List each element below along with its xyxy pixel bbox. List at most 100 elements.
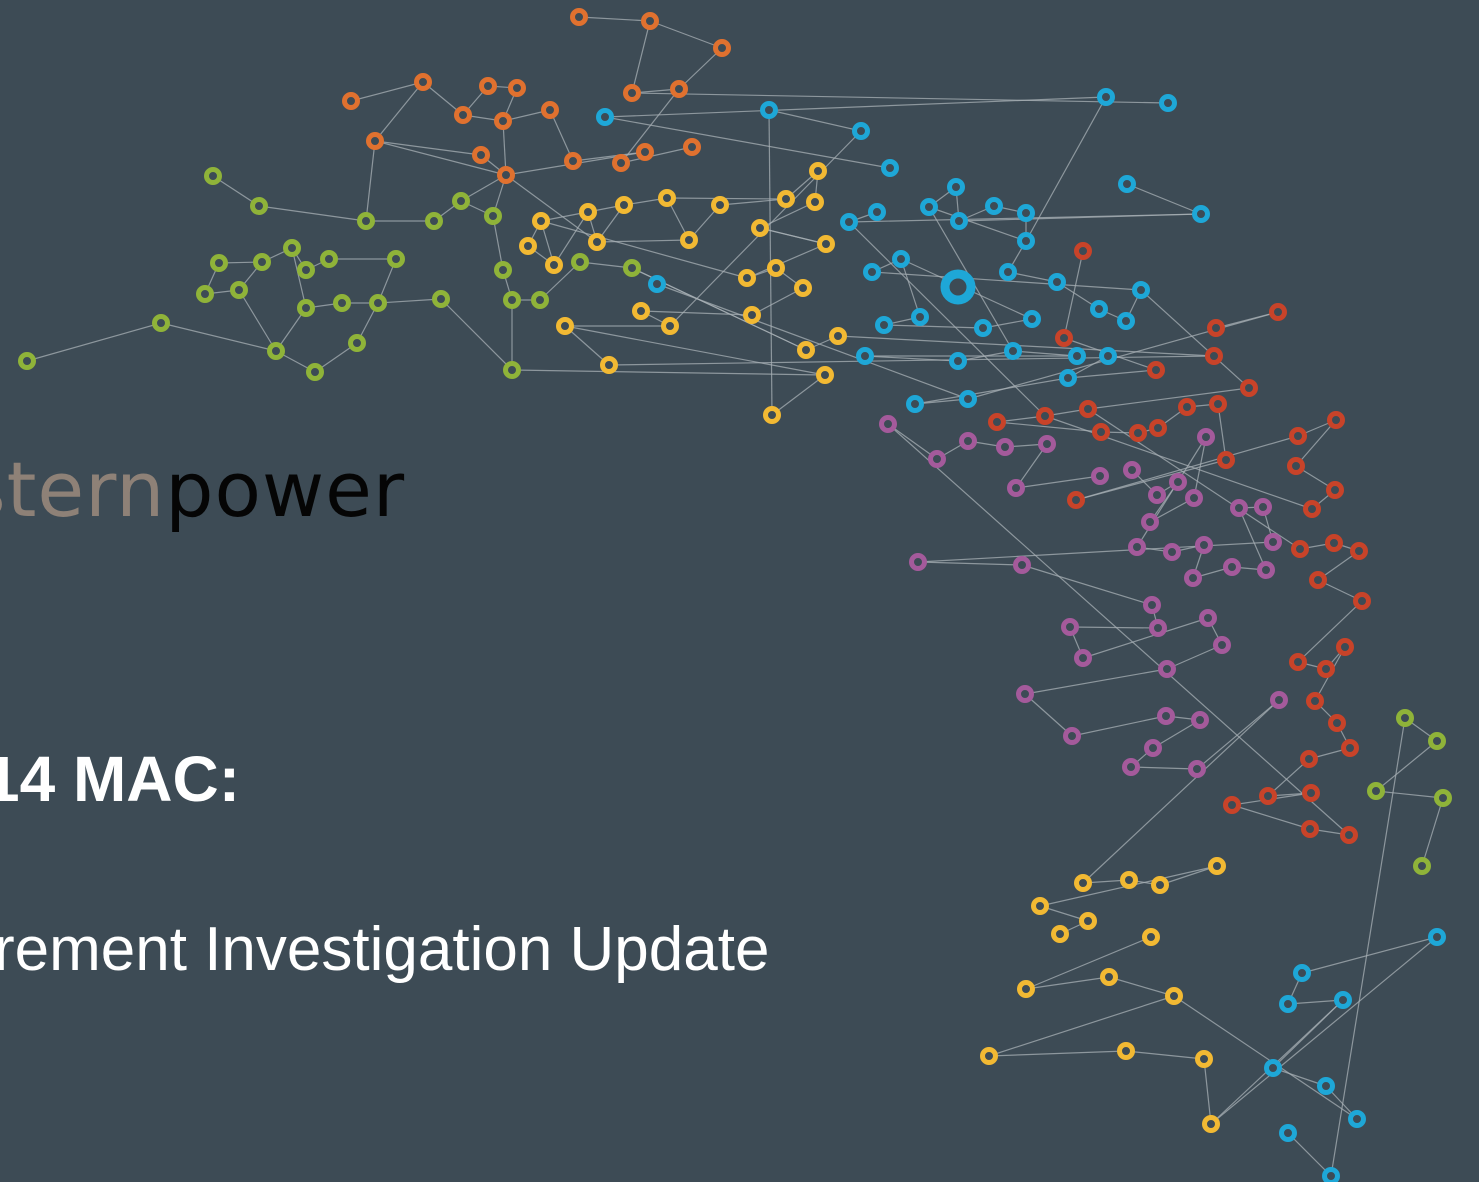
network-node xyxy=(1091,467,1109,485)
network-edge xyxy=(887,423,1350,836)
network-node xyxy=(1074,242,1092,260)
network-node xyxy=(348,334,366,352)
network-edge xyxy=(604,116,891,169)
network-node xyxy=(357,212,375,230)
network-edges xyxy=(26,16,1444,1177)
network-node xyxy=(959,432,977,450)
network-node xyxy=(306,363,324,381)
network-node xyxy=(612,154,630,172)
network-node xyxy=(1017,980,1035,998)
network-node xyxy=(670,80,688,98)
network-node xyxy=(297,299,315,317)
network-node xyxy=(1129,424,1147,442)
network-node xyxy=(1031,897,1049,915)
network-node xyxy=(564,152,582,170)
network-node xyxy=(751,219,769,237)
network-node xyxy=(863,263,881,281)
network-node xyxy=(432,290,450,308)
network-node xyxy=(683,138,701,156)
network-node xyxy=(985,197,1003,215)
network-node xyxy=(414,73,432,91)
network-node xyxy=(454,106,472,124)
network-node xyxy=(949,352,967,370)
network-node xyxy=(711,196,729,214)
network-edge xyxy=(988,1050,1127,1057)
network-edge xyxy=(1287,999,1344,1005)
network-edge xyxy=(928,206,1027,242)
network-node xyxy=(1205,347,1223,365)
network-edge xyxy=(549,109,574,162)
network-node xyxy=(1017,204,1035,222)
network-node xyxy=(579,203,597,221)
network-edge xyxy=(440,298,513,371)
network-node xyxy=(1240,379,1258,397)
network-node xyxy=(1341,739,1359,757)
network-node xyxy=(840,213,858,231)
network-node xyxy=(1184,569,1202,587)
network-node xyxy=(1117,312,1135,330)
network-edge xyxy=(1166,644,1223,670)
network-node xyxy=(806,193,824,211)
network-node xyxy=(1428,732,1446,750)
network-edge xyxy=(887,423,938,460)
network-edge xyxy=(511,369,826,376)
network-node xyxy=(658,189,676,207)
network-edge xyxy=(996,421,1102,433)
network-edge xyxy=(1067,369,1157,379)
network-node xyxy=(1325,534,1343,552)
network-node xyxy=(425,212,443,230)
network-node xyxy=(1213,636,1231,654)
network-node xyxy=(1142,928,1160,946)
network-edge xyxy=(1025,96,1107,242)
network-edge xyxy=(620,88,680,164)
network-edge xyxy=(505,174,598,243)
network-node xyxy=(743,306,761,324)
network-node xyxy=(1302,784,1320,802)
network-node xyxy=(494,112,512,130)
network-node xyxy=(767,259,785,277)
network-node xyxy=(1148,486,1166,504)
network-edge xyxy=(967,311,1279,400)
network-node xyxy=(369,294,387,312)
network-edge xyxy=(640,310,753,316)
network-node xyxy=(1149,619,1167,637)
network-edge xyxy=(719,198,787,206)
network-node xyxy=(1092,423,1110,441)
network-node xyxy=(503,361,521,379)
network-edge xyxy=(746,243,827,279)
network-node xyxy=(1122,758,1140,776)
network-node xyxy=(1230,499,1248,517)
network-node xyxy=(1157,707,1175,725)
network-node xyxy=(623,259,641,277)
network-node xyxy=(1209,395,1227,413)
network-node xyxy=(1118,175,1136,193)
network-node xyxy=(1048,273,1066,291)
network-node xyxy=(1223,796,1241,814)
network-edge xyxy=(883,324,984,329)
network-node xyxy=(777,190,795,208)
network-node xyxy=(1306,692,1324,710)
network-edge xyxy=(258,205,367,222)
network-node xyxy=(1350,542,1368,560)
network-node xyxy=(1413,857,1431,875)
network-node xyxy=(267,342,285,360)
network-node xyxy=(680,231,698,249)
network-node xyxy=(996,438,1014,456)
network-node xyxy=(852,122,870,140)
network-node xyxy=(1289,653,1307,671)
network-edge xyxy=(1301,936,1438,974)
network-node xyxy=(1195,536,1213,554)
network-edge xyxy=(374,140,507,176)
network-node xyxy=(1264,533,1282,551)
network-node xyxy=(1195,1050,1213,1068)
network-edge xyxy=(631,92,1169,104)
network-node xyxy=(1434,789,1452,807)
network-node xyxy=(1141,513,1159,531)
network-edge xyxy=(564,325,826,376)
network-node xyxy=(1023,310,1041,328)
network-node xyxy=(588,233,606,251)
network-node xyxy=(472,146,490,164)
network-node xyxy=(545,256,563,274)
network-edge xyxy=(564,325,610,366)
network-node xyxy=(648,275,666,293)
